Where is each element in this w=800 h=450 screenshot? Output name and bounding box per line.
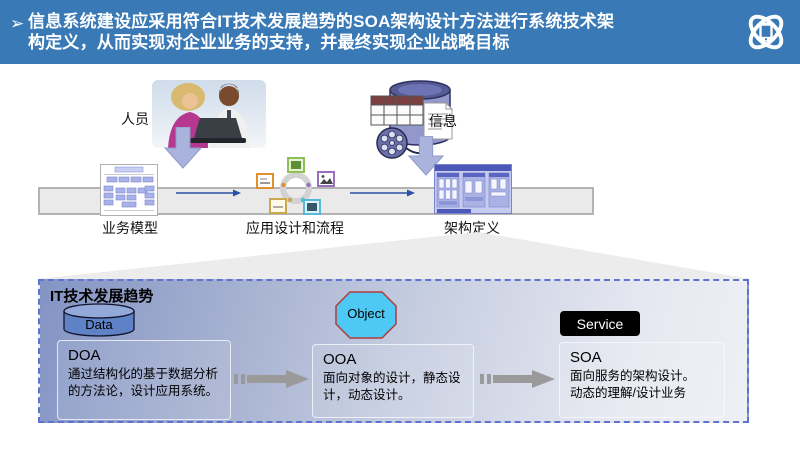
step-label-business-model: 业务模型 bbox=[102, 220, 158, 236]
doa-box: DOA 通过结构化的基于数据分析的方法论，设计应用系统。 bbox=[57, 340, 231, 420]
doa-heading: DOA bbox=[68, 347, 101, 364]
slide-title: 信息系统建设应采用符合IT技术发展趋势的SOA架构设计方法进行系统技术架 构定义… bbox=[28, 11, 720, 53]
slide-title-line1: 信息系统建设应采用符合IT技术发展趋势的SOA架构设计方法进行系统技术架 bbox=[28, 12, 615, 31]
database-media-icon bbox=[370, 80, 453, 159]
bullet-arrow-icon: ➢ bbox=[10, 14, 25, 33]
data-cylinder-shape bbox=[63, 303, 135, 337]
soa-box: SOA 面向服务的架构设计。 动态的理解/设计业务 bbox=[559, 342, 725, 418]
striped-right-arrow-icon bbox=[480, 370, 555, 388]
business-model-diagram-icon bbox=[100, 164, 158, 216]
right-arrow-icon bbox=[176, 189, 241, 197]
soa-heading: SOA bbox=[570, 349, 602, 366]
data-shape-label: Data bbox=[85, 317, 113, 332]
ooa-heading: OOA bbox=[323, 351, 357, 368]
app-design-cycle-icon bbox=[256, 157, 335, 215]
architecture-definition-icon bbox=[434, 164, 512, 214]
object-shape-label: Object bbox=[347, 306, 385, 321]
step-label-app-design: 应用设计和流程 bbox=[246, 220, 344, 236]
step-label-architecture: 架构定义 bbox=[444, 220, 500, 236]
panel-title: IT技术发展趋势 bbox=[50, 288, 154, 305]
people-label: 人员 bbox=[121, 111, 149, 127]
block-down-arrow-icon bbox=[164, 127, 202, 169]
doa-body: 通过结构化的基于数据分析的方法论，设计应用系统。 bbox=[68, 367, 219, 398]
atom-logo-icon bbox=[748, 14, 784, 50]
object-octagon-shape bbox=[335, 291, 397, 339]
soa-body: 面向服务的架构设计。 动态的理解/设计业务 bbox=[570, 369, 696, 400]
zoom-funnel-shape bbox=[38, 232, 750, 279]
striped-right-arrow-icon bbox=[234, 370, 309, 388]
ooa-box: OOA 面向对象的设计，静态设计，动态设计。 bbox=[312, 344, 474, 418]
info-label: 信息 bbox=[429, 113, 457, 129]
slide-title-line2: 构定义，从而实现对企业业务的支持，并最终实现企业战略目标 bbox=[28, 33, 510, 52]
header-banner: ➢ 信息系统建设应采用符合IT技术发展趋势的SOA架构设计方法进行系统技术架 构… bbox=[0, 0, 800, 64]
right-arrow-icon bbox=[350, 189, 415, 197]
service-badge: Service bbox=[560, 311, 640, 336]
ooa-body: 面向对象的设计，静态设计，动态设计。 bbox=[323, 371, 461, 402]
it-trends-panel: IT技术发展趋势 Data DOA 通过结构化的基于数据分析的方法论，设计应用系… bbox=[38, 279, 749, 423]
